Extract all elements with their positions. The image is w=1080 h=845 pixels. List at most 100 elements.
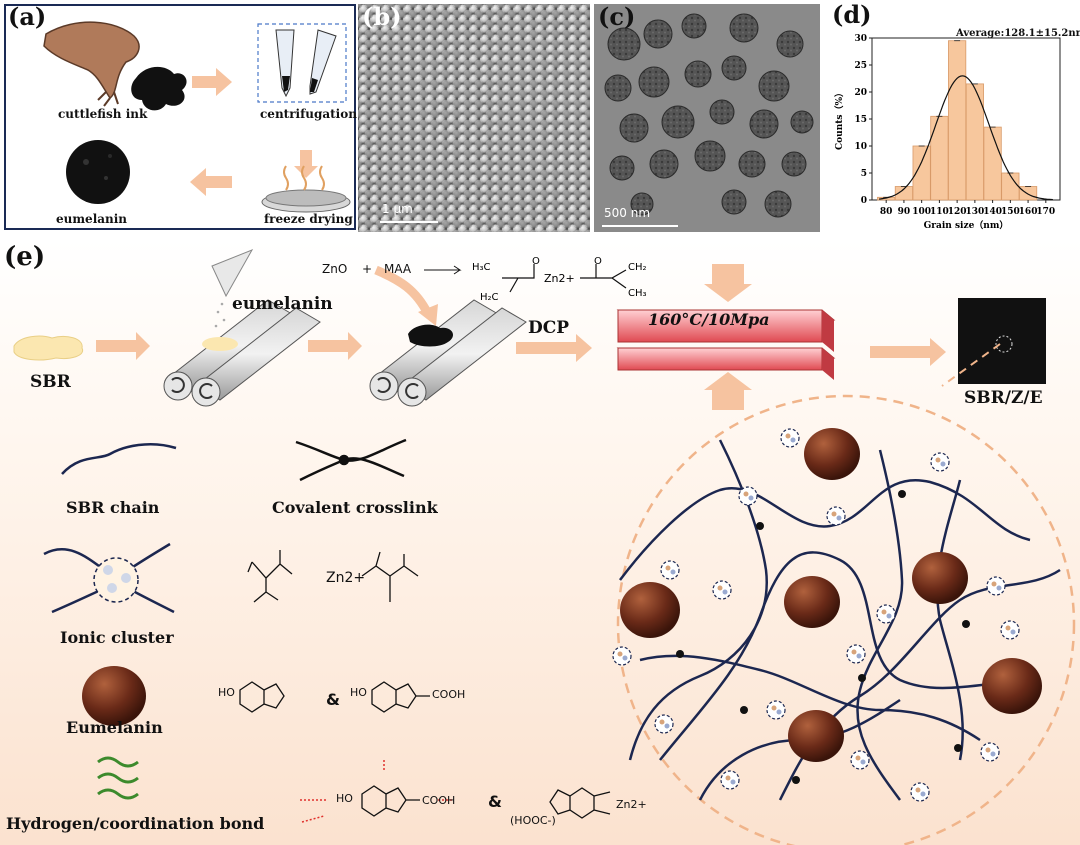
y-tick-label: 5 — [861, 169, 867, 179]
panel-c-label: (c) — [598, 4, 636, 31]
x-tick-label: 140 — [983, 207, 1002, 217]
y-tick-label: 0 — [861, 196, 867, 206]
tem-particle — [738, 150, 766, 178]
x-tick-label: 110 — [930, 207, 949, 217]
panel-c-tem-image: (c) 500 nm — [594, 4, 820, 232]
tem-particle — [729, 13, 759, 43]
label-centrifugation: centrifugation — [260, 107, 357, 121]
svg-text:O: O — [532, 256, 540, 267]
ho-label: HO — [218, 686, 235, 699]
eumelanin-sphere-icon — [82, 666, 146, 726]
process-arrow-icon — [516, 334, 592, 362]
hbond-icon — [97, 756, 139, 800]
ionic-cluster — [846, 644, 866, 664]
zn-dma-structure: H₃C O Zn2+ O CH₂ H₂C CH₃ — [424, 256, 647, 303]
ionic-cluster — [850, 750, 870, 770]
label-sbr: SBR — [30, 372, 71, 392]
process-arrow-icon — [308, 332, 362, 360]
tem-particle — [758, 70, 790, 102]
indole-structure — [239, 681, 611, 819]
two-roll-mill-icon — [163, 299, 321, 407]
two-roll-mill-icon — [369, 299, 527, 407]
label-eumelanin-process: eumelanin — [232, 294, 333, 314]
scale-label-c: 500 nm — [604, 206, 651, 220]
label-zno: ZnO — [322, 262, 348, 276]
x-tick-label: 130 — [965, 207, 984, 217]
ionic-cluster-icon — [43, 542, 175, 614]
ionic-cluster — [876, 604, 896, 624]
cuttlefish-icon — [43, 21, 140, 107]
y-tick-label: 15 — [854, 115, 867, 125]
panel-a-graphic — [43, 21, 351, 213]
ionic-cluster — [930, 452, 950, 472]
ionic-cluster — [654, 714, 674, 734]
svg-text:CH₃: CH₃ — [628, 288, 647, 299]
reaction-arrow-icon — [374, 265, 433, 317]
tem-particle — [630, 192, 654, 216]
ionic-cluster — [780, 428, 800, 448]
label-plus: + — [362, 262, 373, 276]
tem-particle — [790, 110, 814, 134]
zn-label-chelate: Zn2+ — [616, 798, 647, 811]
label-dcp: DCP — [528, 318, 570, 338]
petri-dish-icon — [261, 165, 351, 213]
x-tick-label: 150 — [1001, 207, 1020, 217]
scale-label-b: 1 μm — [382, 202, 413, 216]
panel-a: (a) cuttlefish ink — [4, 2, 357, 230]
svg-text:H₂C: H₂C — [480, 292, 499, 303]
press-arrow-down-icon — [704, 264, 752, 302]
x-tick-label: 90 — [898, 207, 911, 217]
ionic-cluster — [986, 576, 1006, 596]
ionic-clusters — [612, 428, 1020, 802]
tem-particle — [638, 66, 670, 98]
ho-label-3: HO — [336, 792, 353, 805]
ionic-cluster — [712, 580, 732, 600]
tem-particle — [619, 113, 649, 143]
tem-particle — [643, 19, 673, 49]
process-diagram — [13, 249, 1076, 845]
sem-particles — [358, 4, 590, 232]
hbond-dashes — [300, 760, 454, 823]
tem-particle — [749, 109, 779, 139]
tem-particle — [661, 105, 695, 139]
eumelanin-spheres — [620, 428, 1042, 762]
ionic-cluster — [980, 742, 1000, 762]
sbr-chain-icon — [61, 442, 177, 475]
panel-d-label: (d) — [832, 0, 872, 29]
legend-covalent-crosslink: Covalent crosslink — [272, 498, 438, 517]
tem-particle — [709, 99, 735, 125]
tem-particle — [781, 151, 807, 177]
covalent-crosslink-icon — [295, 438, 407, 482]
zn-ionomer-structure — [247, 550, 419, 603]
legend-eumelanin: Eumelanin — [66, 718, 163, 737]
ionic-cluster — [826, 506, 846, 526]
y-tick-label: 30 — [854, 34, 867, 44]
label-sbr-z-e: SBR/Z/E — [964, 388, 1043, 408]
ho-label-2: HO — [350, 686, 367, 699]
tem-particles — [602, 13, 814, 227]
y-tick-label: 20 — [854, 88, 867, 98]
label-maa: MAA — [384, 262, 412, 276]
legend-hbond: Hydrogen/coordination bond — [6, 814, 265, 833]
ionic-cluster — [612, 646, 632, 666]
tem-particle — [684, 60, 712, 88]
arrow-down-icon — [294, 150, 318, 178]
label-freeze-drying: freeze drying — [264, 212, 353, 226]
centrifuge-tube-icon — [275, 29, 337, 98]
crosslink-points — [676, 490, 970, 784]
sbr-z-e-sample — [958, 298, 1046, 384]
label-cuttlefish-ink: cuttlefish ink — [58, 107, 148, 121]
ionic-cluster — [660, 560, 680, 580]
x-tick-label: 100 — [912, 207, 931, 217]
ionic-cluster — [720, 770, 740, 790]
x-axis-label: Grain size（nm） — [924, 220, 1009, 231]
svg-text:H₃C: H₃C — [472, 262, 491, 273]
tem-particle — [604, 74, 632, 102]
ink-blob-icon — [131, 66, 187, 111]
histogram-bar — [948, 40, 967, 201]
histogram-bar — [1001, 172, 1020, 201]
hooc-label: (HOOC-) — [510, 814, 556, 827]
panel-e-label: (e) — [4, 242, 46, 272]
